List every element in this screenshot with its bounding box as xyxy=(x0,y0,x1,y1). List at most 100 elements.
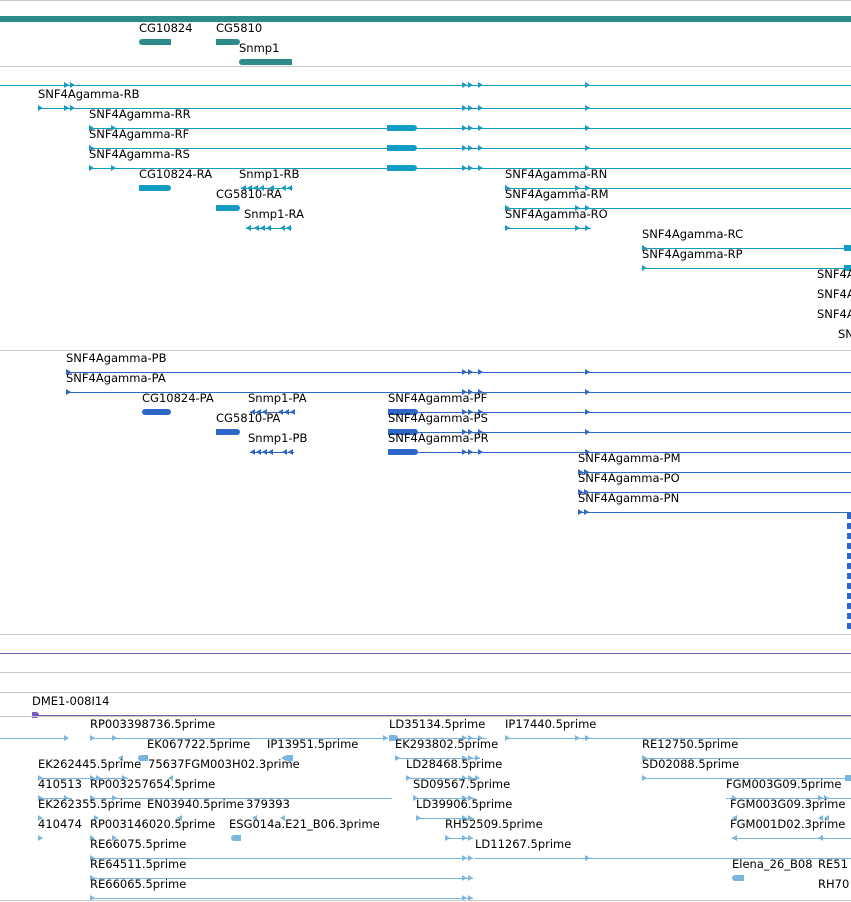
est-esg014a[interactable]: ESG014a.E21_B06.3prime xyxy=(229,818,389,841)
est-re64511[interactable]: RE64511.5prime xyxy=(90,858,475,881)
est-ek262445[interactable]: EK262445.5prime xyxy=(38,758,148,781)
protein-snf4agamma-po[interactable]: SNF4Agamma-PO xyxy=(578,472,851,495)
exon-arrow xyxy=(290,409,295,415)
exon-arrow xyxy=(468,735,473,741)
est-rp003257654[interactable]: RP003257654.5prime xyxy=(90,778,395,801)
transcript-continuation[interactable] xyxy=(0,65,851,88)
est-ek067722[interactable]: EK067722.5prime xyxy=(110,737,260,761)
est-elena-26-b08[interactable]: Elena_26_B08 xyxy=(732,858,822,881)
transcript-snf4agamma-ro[interactable]: SNF4Agamma-RO xyxy=(505,208,851,231)
est-ld35134[interactable]: LD35134.5prime xyxy=(389,718,489,741)
protein-cg10824-pa[interactable]: CG10824-PA xyxy=(142,391,232,415)
exon-arrow xyxy=(818,835,823,841)
est-ld11267[interactable]: LD11267.5prime xyxy=(475,838,851,861)
bac-dme1-008i14[interactable]: DME1-008I14 xyxy=(32,695,851,718)
feature-label: SNF4Agamma-PN xyxy=(578,491,680,505)
est-rp003146020[interactable]: RP003146020.5prime xyxy=(90,818,230,841)
exon-arrow xyxy=(462,775,467,781)
est-410474[interactable]: 410474 xyxy=(38,818,88,841)
protein-snf4agamma-ps[interactable]: SNF4Agamma-PS xyxy=(388,412,851,435)
transcript-cut-3[interactable]: SNF4A xyxy=(817,308,851,322)
est-410513[interactable]: 410513 xyxy=(38,778,88,801)
transcript-snf4agamma-rp[interactable]: SNF4Agamma-RP xyxy=(642,248,851,271)
est-rh52509[interactable]: RH52509.5prime xyxy=(445,817,555,841)
feature-label: CG10824-PA xyxy=(142,391,214,405)
track-separator xyxy=(0,66,851,67)
transcript-snf4agamma-rf[interactable]: SNF4Agamma-RF xyxy=(89,128,851,151)
transcript-snf4agamma-rc[interactable]: SNF4Agamma-RC xyxy=(642,228,851,251)
feature-label: SNF4A xyxy=(817,288,851,301)
transcript-snf4agamma-rn[interactable]: SNF4Agamma-RN xyxy=(505,168,851,191)
feature-label: EK067722.5prime xyxy=(147,737,251,751)
transcript-snmp1-ra[interactable]: Snmp1-RA xyxy=(244,208,314,231)
gene-feature-snmp1[interactable]: Snmp1 xyxy=(239,42,299,65)
est-ld39906[interactable]: LD39906.5prime xyxy=(416,798,516,821)
exon-arrow xyxy=(732,795,737,801)
gene-feature-cg10824[interactable]: CG10824 xyxy=(139,22,199,45)
protein-snf4agamma-pm[interactable]: SNF4Agamma-PM xyxy=(578,452,851,475)
transcript-cut-1[interactable]: SNF4A xyxy=(817,268,851,282)
est-ip13951[interactable]: IP13951.5prime xyxy=(267,738,367,761)
feature-block xyxy=(239,59,292,65)
transcript-snf4agamma-rm[interactable]: SNF4Agamma-RM xyxy=(505,188,851,211)
transcript-snf4agamma-rr[interactable]: SNF4Agamma-RR xyxy=(89,108,851,131)
feature-block xyxy=(139,39,171,45)
est-75637fgm003h02[interactable]: 75637FGM003H02.3prime xyxy=(148,758,318,781)
feature-label: RH52509.5prime xyxy=(445,817,543,831)
est-rp003398736[interactable]: RP003398736.5prime xyxy=(90,718,390,741)
gene-feature-cg5810[interactable]: CG5810 xyxy=(216,22,276,45)
exon-arrow xyxy=(122,775,127,781)
est-continuation-left[interactable] xyxy=(0,718,72,741)
est-re66065[interactable]: RE66065.5prime xyxy=(90,878,475,901)
est-ip17440[interactable]: IP17440.5prime xyxy=(505,718,851,741)
est-379393[interactable]: 379393 xyxy=(246,798,306,821)
protein-snf4agamma-pb[interactable]: SNF4Agamma-PB xyxy=(66,352,851,375)
exon-arrow xyxy=(478,389,483,395)
est-re51-clipped[interactable]: RE51 xyxy=(818,858,851,872)
feature-block xyxy=(732,875,744,881)
est-ek262355[interactable]: EK262355.5prime xyxy=(38,798,148,821)
exon-arrow xyxy=(70,105,75,111)
transcript-cg10824-ra[interactable]: CG10824-RA xyxy=(139,168,229,191)
transcript-cut-4[interactable]: SN xyxy=(838,328,851,342)
transcript-snmp1-rb[interactable]: Snmp1-RB xyxy=(239,167,309,191)
exon-arrow xyxy=(256,409,261,415)
est-sd02088[interactable]: SD02088.5prime xyxy=(642,758,851,781)
exon-arrow xyxy=(90,895,95,901)
protein-snf4agamma-pf[interactable]: SNF4Agamma-PF xyxy=(388,392,851,415)
transcript-cg5810-ra[interactable]: CG5810-RA xyxy=(216,188,296,211)
feature-label: SD09567.5prime xyxy=(413,777,511,791)
est-re66075[interactable]: RE66075.5prime xyxy=(90,838,475,861)
est-fgm001d02[interactable]: FGM001D02.3prime xyxy=(730,818,851,841)
est-re12750[interactable]: RE12750.5prime xyxy=(642,738,851,761)
protein-snf4agamma-pr[interactable]: SNF4Agamma-PR xyxy=(388,432,851,455)
protein-snmp1-pb[interactable]: Snmp1-PB xyxy=(248,432,318,455)
est-rh70-clipped[interactable]: RH70 xyxy=(818,878,851,892)
protein-cg5810-pa[interactable]: CG5810-PA xyxy=(216,411,296,435)
feature-block xyxy=(388,449,418,455)
est-en03940[interactable]: EN03940.5prime xyxy=(147,798,247,821)
transcript-snf4agamma-rb[interactable]: SNF4Agamma-RB xyxy=(38,88,851,111)
exon-arrow xyxy=(413,795,418,801)
exon-arrow xyxy=(252,815,257,821)
protein-snmp1-pa[interactable]: Snmp1-PA xyxy=(248,392,318,415)
exon-arrow xyxy=(478,449,483,455)
exon-arrow xyxy=(468,835,473,841)
feature-label: CG5810-PA xyxy=(216,411,281,425)
gene-span-bar[interactable] xyxy=(0,16,851,22)
est-fgm003g09-3prime[interactable]: FGM003G09.3prime xyxy=(730,798,851,821)
protein-snf4agamma-pa[interactable]: SNF4Agamma-PA xyxy=(66,372,851,395)
intron-line xyxy=(241,188,293,189)
est-ld28468[interactable]: LD28468.5prime xyxy=(406,758,516,781)
protein-stack-clipped[interactable] xyxy=(847,513,851,629)
protein-snf4agamma-pn[interactable]: SNF4Agamma-PN xyxy=(578,491,851,515)
transcript-snf4agamma-rs[interactable]: SNF4Agamma-RS xyxy=(89,148,851,171)
est-ek293802[interactable]: EK293802.5prime xyxy=(395,738,498,761)
intron-line xyxy=(66,372,851,373)
exon-arrow xyxy=(475,775,480,781)
exon-arrow xyxy=(90,835,95,841)
feature-label: Snmp1-RB xyxy=(239,167,300,181)
est-sd09567[interactable]: SD09567.5prime xyxy=(413,777,513,801)
est-fgm003g09-5prime[interactable]: FGM003G09.5prime xyxy=(726,778,851,801)
transcript-cut-2[interactable]: SNF4A xyxy=(817,288,851,302)
